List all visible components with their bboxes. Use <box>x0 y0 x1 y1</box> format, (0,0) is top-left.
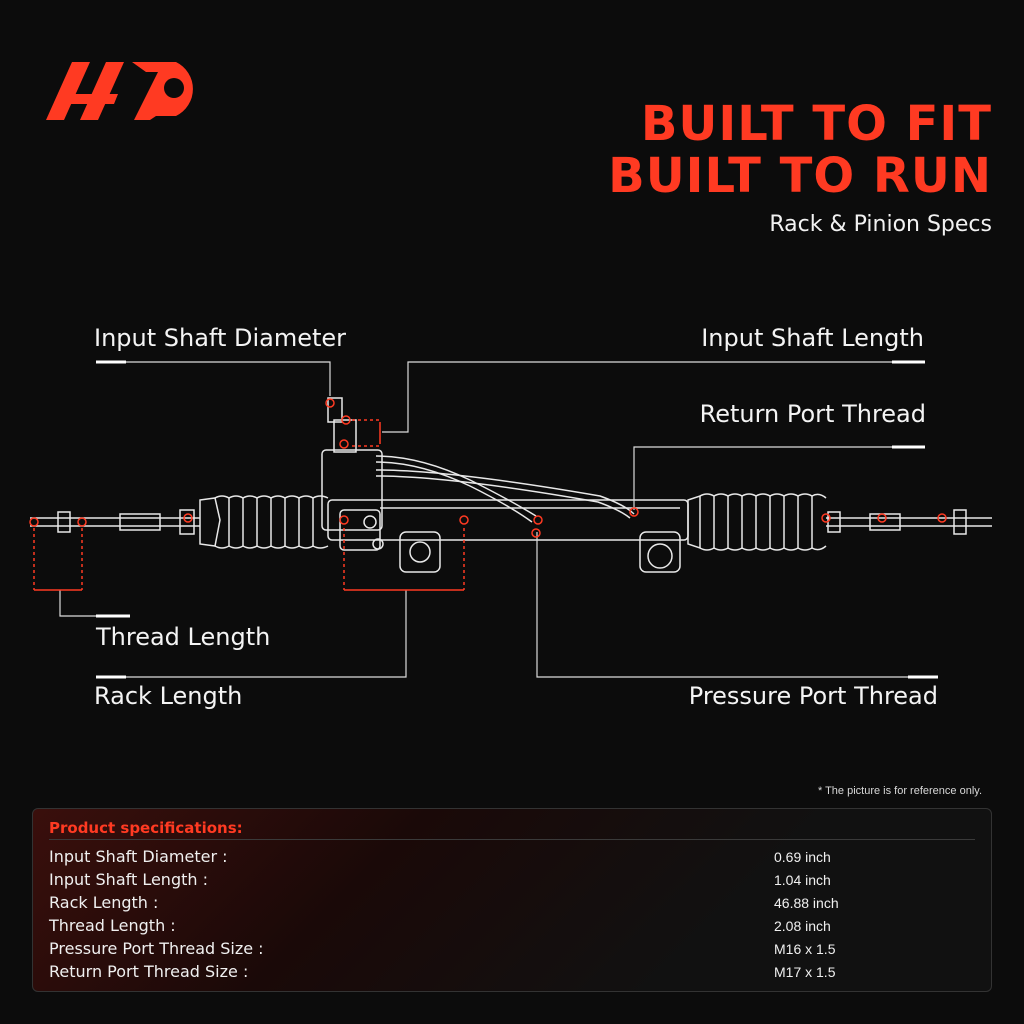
headline-line-2: BUILT TO RUN <box>608 148 992 204</box>
spec-divider <box>49 839 975 840</box>
label-pressure-port-thread: Pressure Port Thread <box>688 682 938 710</box>
label-thread-length: Thread Length <box>96 623 271 651</box>
spec-row: Input Shaft Length : 1.04 inch <box>49 870 975 893</box>
spec-value: 2.08 inch <box>774 918 831 934</box>
subtitle: Rack & Pinion Specs <box>769 212 992 237</box>
spec-row: Thread Length : 2.08 inch <box>49 916 975 939</box>
spec-name: Thread Length : <box>49 916 176 935</box>
spec-title: Product specifications: <box>49 819 243 837</box>
spec-value: 0.69 inch <box>774 849 831 865</box>
spec-value: M16 x 1.5 <box>774 941 836 957</box>
brand-logo <box>46 62 193 120</box>
label-rack-length: Rack Length <box>94 682 243 710</box>
spec-row: Pressure Port Thread Size : M16 x 1.5 <box>49 939 975 962</box>
spec-name: Pressure Port Thread Size : <box>49 939 264 958</box>
headline-line-1: BUILT TO FIT <box>640 96 992 152</box>
spec-panel: Product specifications: Input Shaft Diam… <box>32 808 992 992</box>
spec-list: Input Shaft Diameter : 0.69 inch Input S… <box>49 847 975 985</box>
spec-name: Rack Length : <box>49 893 159 912</box>
spec-row: Return Port Thread Size : M17 x 1.5 <box>49 962 975 985</box>
spec-row: Rack Length : 46.88 inch <box>49 893 975 916</box>
spec-value: 46.88 inch <box>774 895 839 911</box>
spec-name: Return Port Thread Size : <box>49 962 249 981</box>
spec-value: M17 x 1.5 <box>774 964 836 980</box>
reference-note: * The picture is for reference only. <box>817 785 982 797</box>
label-input-shaft-length: Input Shaft Length <box>701 324 924 352</box>
headline: BUILT TO FIT BUILT TO RUN <box>608 98 992 202</box>
spec-row: Input Shaft Diameter : 0.69 inch <box>49 847 975 870</box>
spec-name: Input Shaft Diameter : <box>49 847 228 866</box>
label-input-shaft-diameter: Input Shaft Diameter <box>94 324 347 352</box>
label-return-port-thread: Return Port Thread <box>699 400 926 428</box>
spec-value: 1.04 inch <box>774 872 831 888</box>
spec-name: Input Shaft Length : <box>49 870 208 889</box>
rack-and-pinion-diagram <box>29 360 992 679</box>
